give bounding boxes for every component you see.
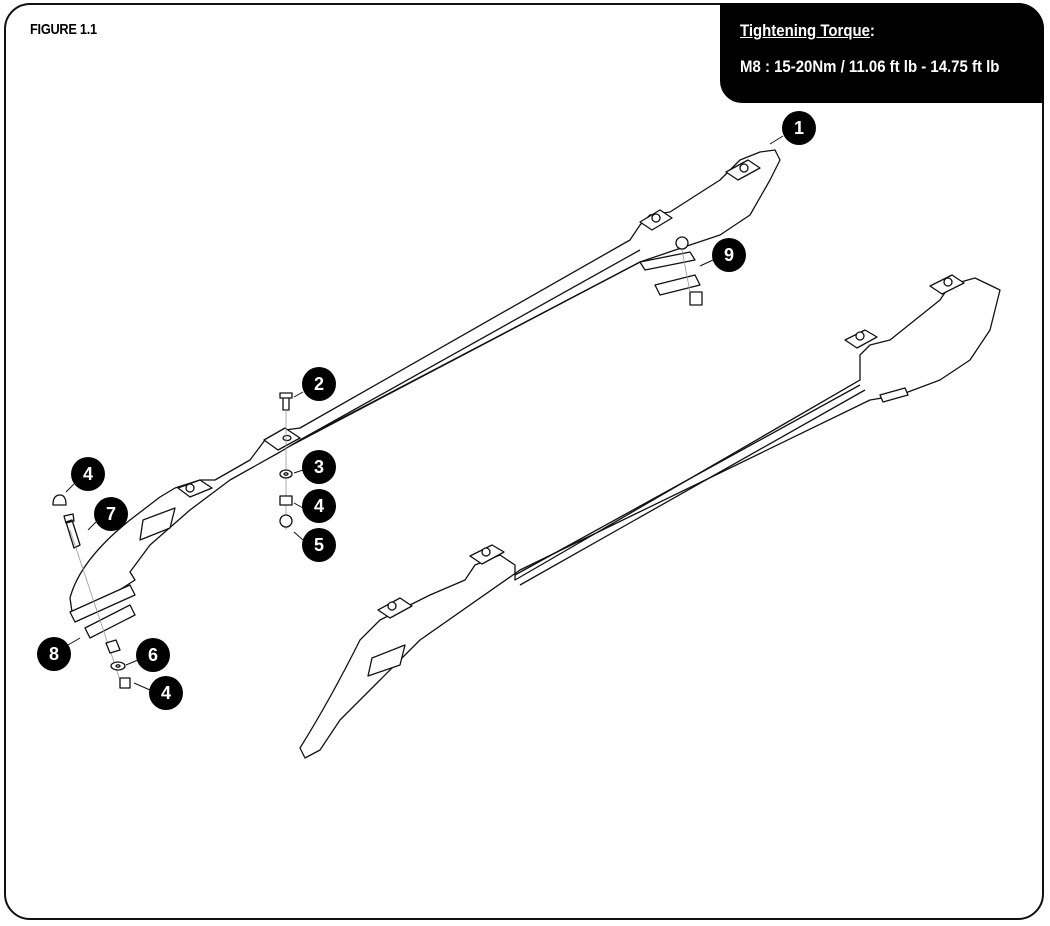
torque-spec-box: Tightening Torque: M8 : 15-20Nm / 11.06 … — [720, 3, 1044, 103]
torque-spec: M8 : 15-20Nm / 11.06 ft lb - 14.75 ft lb — [740, 57, 1000, 76]
callout-8: 8 — [37, 637, 71, 671]
page-frame — [4, 3, 1044, 920]
callout-9: 9 — [712, 238, 746, 272]
callout-2: 2 — [302, 367, 336, 401]
callout-1: 1 — [782, 111, 816, 145]
torque-heading-colon: : — [869, 21, 875, 40]
upper-side-rail — [69, 149, 781, 639]
callout-7: 7 — [94, 497, 128, 531]
callout-4: 4 — [149, 676, 183, 710]
callout-6: 6 — [136, 638, 170, 672]
callout-4: 4 — [302, 489, 336, 523]
lower-side-rail — [299, 274, 1001, 759]
callout-5: 5 — [302, 528, 336, 562]
torque-heading: Tightening Torque: — [740, 21, 1008, 41]
hardware-parts — [52, 236, 703, 689]
callout-4: 4 — [71, 457, 105, 491]
figure-label: FIGURE 1.1 — [30, 21, 97, 38]
leader-lines — [65, 135, 784, 691]
callout-3: 3 — [302, 450, 336, 484]
torque-heading-text: Tightening Torque — [740, 21, 870, 40]
